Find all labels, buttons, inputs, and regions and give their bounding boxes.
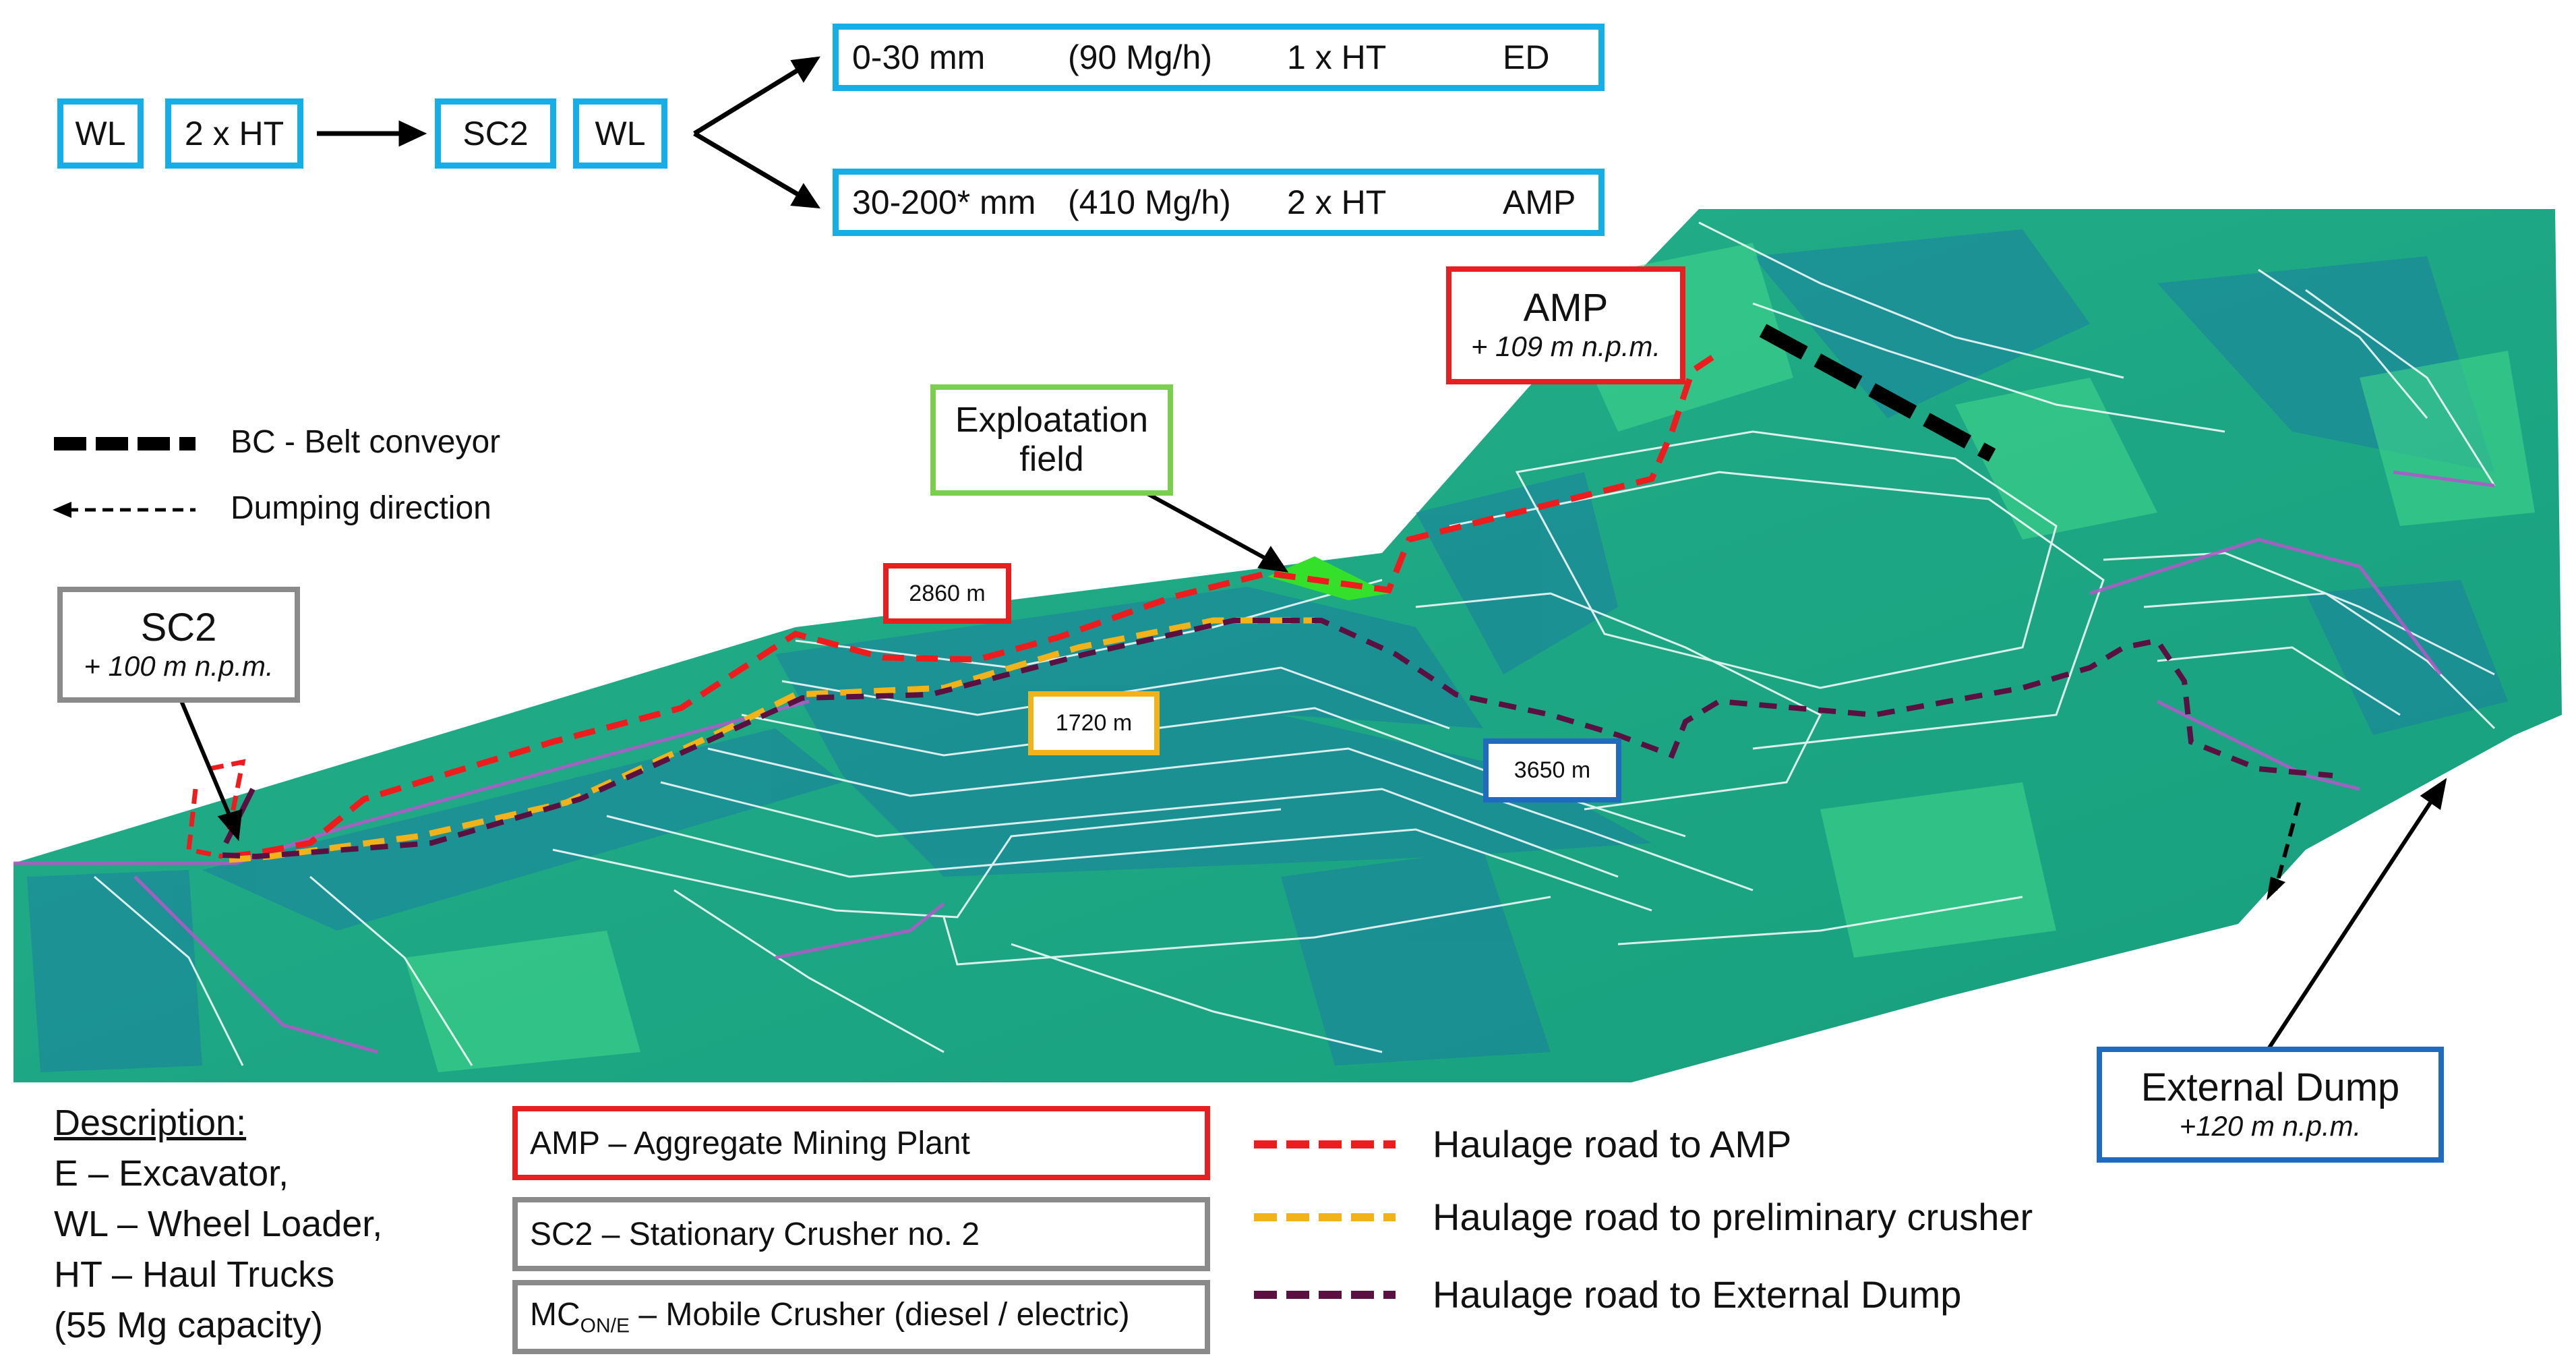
description-line: WL – Wheel Loader, xyxy=(54,1204,383,1244)
haulage-road-dump xyxy=(222,618,2333,860)
key-amp-box: AMP – Aggregate Mining Plant xyxy=(512,1106,1210,1180)
description-line: E – Excavator, xyxy=(54,1153,289,1194)
distance-amp-road: 2860 m xyxy=(883,563,1011,624)
route-fine-dest: ED xyxy=(1503,38,1550,76)
description-line: (55 Mg capacity) xyxy=(54,1305,324,1345)
flow-wl-right-label: WL xyxy=(595,115,646,152)
external-dump-label-box: External Dump +120 m n.p.m. xyxy=(2097,1047,2444,1163)
legend-haulage-dump-label: Haulage road to External Dump xyxy=(1433,1273,1962,1316)
route-coarse-box: 30-200* mm (410 Mg/h) 2 x HT AMP xyxy=(833,169,1605,236)
bright-patches xyxy=(405,243,2535,1072)
route-coarse-dest: AMP xyxy=(1503,183,1576,221)
belt-conveyor-line xyxy=(1759,324,1996,462)
exploitation-field-area xyxy=(1267,556,1389,600)
route-fine-rate: (90 Mg/h) xyxy=(1068,38,1212,76)
route-coarse-rate: (410 Mg/h) xyxy=(1068,183,1231,221)
existing-roads xyxy=(13,470,2495,1054)
key-mc-suffix: – Mobile Crusher (diesel / electric) xyxy=(630,1297,1130,1333)
dumping-direction-arrow xyxy=(2267,802,2301,900)
flow-wl-left-box: WL xyxy=(57,98,144,169)
external-dump-elevation: +120 m n.p.m. xyxy=(2179,1109,2362,1142)
flow-trucks-label: 2 x HT xyxy=(184,115,284,152)
route-fine-size: 0-30 mm xyxy=(852,38,986,76)
flow-sc2-box: SC2 xyxy=(435,98,556,169)
amp-label-box: AMP + 109 m n.p.m. xyxy=(1446,266,1685,384)
key-mc-subscript: ON/E xyxy=(580,1314,630,1337)
key-mc-box: MCON/E – Mobile Crusher (diesel / electr… xyxy=(512,1280,1210,1354)
key-amp-text: AMP – Aggregate Mining Plant xyxy=(530,1125,970,1161)
flow-wl-right-box: WL xyxy=(573,98,667,169)
haulage-road-crusher xyxy=(229,617,1315,863)
legend-dumping-direction-label: Dumping direction xyxy=(231,490,491,526)
distance-crusher-road-value: 1720 m xyxy=(1055,710,1133,736)
description-line: HT – Haul Trucks xyxy=(54,1254,335,1295)
flow-sc2-label: SC2 xyxy=(462,115,529,152)
amp-elevation: + 109 m n.p.m. xyxy=(1470,330,1661,363)
distance-amp-road-value: 2860 m xyxy=(909,580,986,606)
key-mc-prefix: MC xyxy=(530,1297,580,1333)
flow-trucks-box: 2 x HT xyxy=(165,98,303,169)
bench-bands xyxy=(27,229,2508,1072)
route-coarse-size: 30-200* mm xyxy=(852,183,1036,221)
legend-haulage-crusher-label: Haulage road to preliminary crusher xyxy=(1433,1196,2033,1238)
legend-dumping-sample xyxy=(53,502,196,518)
pointer-arrows xyxy=(177,484,2447,1050)
key-sc2-box: SC2 – Stationary Crusher no. 2 xyxy=(512,1197,1210,1271)
route-fine-box: 0-30 mm (90 Mg/h) 1 x HT ED xyxy=(833,24,1605,91)
amp-title: AMP xyxy=(1523,286,1609,330)
key-mc-text: MCON/E – Mobile Crusher (diesel / electr… xyxy=(530,1296,1130,1338)
sc2-elevation: + 100 m n.p.m. xyxy=(84,649,274,682)
route-fine-trucks: 1 x HT xyxy=(1287,38,1387,76)
exploitation-field-line2: field xyxy=(1019,439,1084,479)
external-dump-title: External Dump xyxy=(2140,1065,2400,1109)
distance-crusher-road: 1720 m xyxy=(1028,691,1160,755)
sc2-label-box: SC2 + 100 m n.p.m. xyxy=(57,587,300,703)
exploitation-field-box: Exploatation field xyxy=(930,384,1173,496)
flow-wl-left-label: WL xyxy=(75,115,126,152)
legend-belt-conveyor-label: BC - Belt conveyor xyxy=(231,424,501,460)
legend-haulage-amp-label: Haulage road to AMP xyxy=(1433,1123,1792,1165)
key-sc2-text: SC2 – Stationary Crusher no. 2 xyxy=(530,1216,980,1252)
distance-dump-road: 3650 m xyxy=(1483,738,1621,803)
route-coarse-trucks: 2 x HT xyxy=(1287,183,1387,221)
sc2-title: SC2 xyxy=(140,605,217,649)
flow-arrows xyxy=(317,56,820,209)
description-heading: Description: xyxy=(54,1103,247,1143)
distance-dump-road-value: 3650 m xyxy=(1514,757,1591,783)
haulage-road-amp xyxy=(229,355,1714,860)
description-block: Description: E – Excavator, WL – Wheel L… xyxy=(54,1098,382,1351)
exploitation-field-line1: Exploatation xyxy=(955,401,1149,440)
